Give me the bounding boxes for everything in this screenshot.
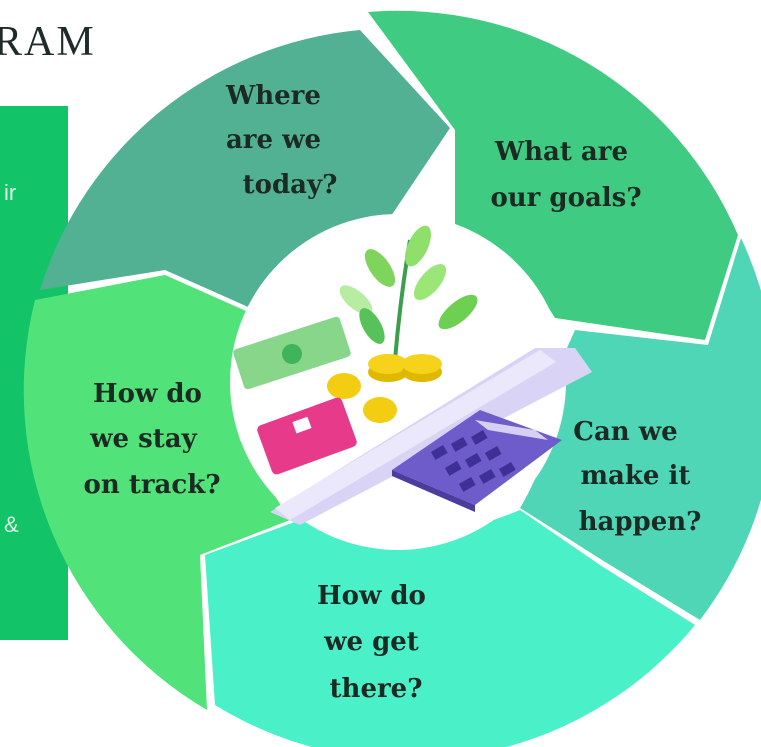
segment-where-are-we-today	[40, 30, 450, 310]
calculator-icon	[392, 410, 562, 512]
plant-icon	[339, 225, 478, 361]
banknote-icon	[233, 316, 351, 390]
credit-card-icon	[257, 397, 357, 475]
page-title-fragment: RAM	[0, 19, 96, 65]
label-how-do-we-get-there: How do we get there?	[317, 581, 435, 704]
label-can-we-make-it-happen: Can we make it happen?	[573, 417, 701, 537]
panel-text-fragment-bottom: &	[4, 512, 19, 537]
receipt-icon	[270, 348, 592, 525]
label-how-do-we-stay-on-track: How do we stay on track?	[84, 379, 221, 500]
coins-icon	[327, 354, 442, 423]
segment-what-are-our-goals	[368, 10, 738, 340]
segment-how-do-we-stay-on-track	[23, 275, 290, 710]
segment-how-do-we-get-there	[205, 510, 695, 747]
panel-text-fragment-top: ir	[4, 180, 17, 205]
segment-can-we-make-it-happen	[520, 238, 761, 620]
label-what-are-our-goals: What are our goals?	[490, 137, 641, 213]
label-where-are-we-today: Where are we today?	[225, 81, 337, 200]
